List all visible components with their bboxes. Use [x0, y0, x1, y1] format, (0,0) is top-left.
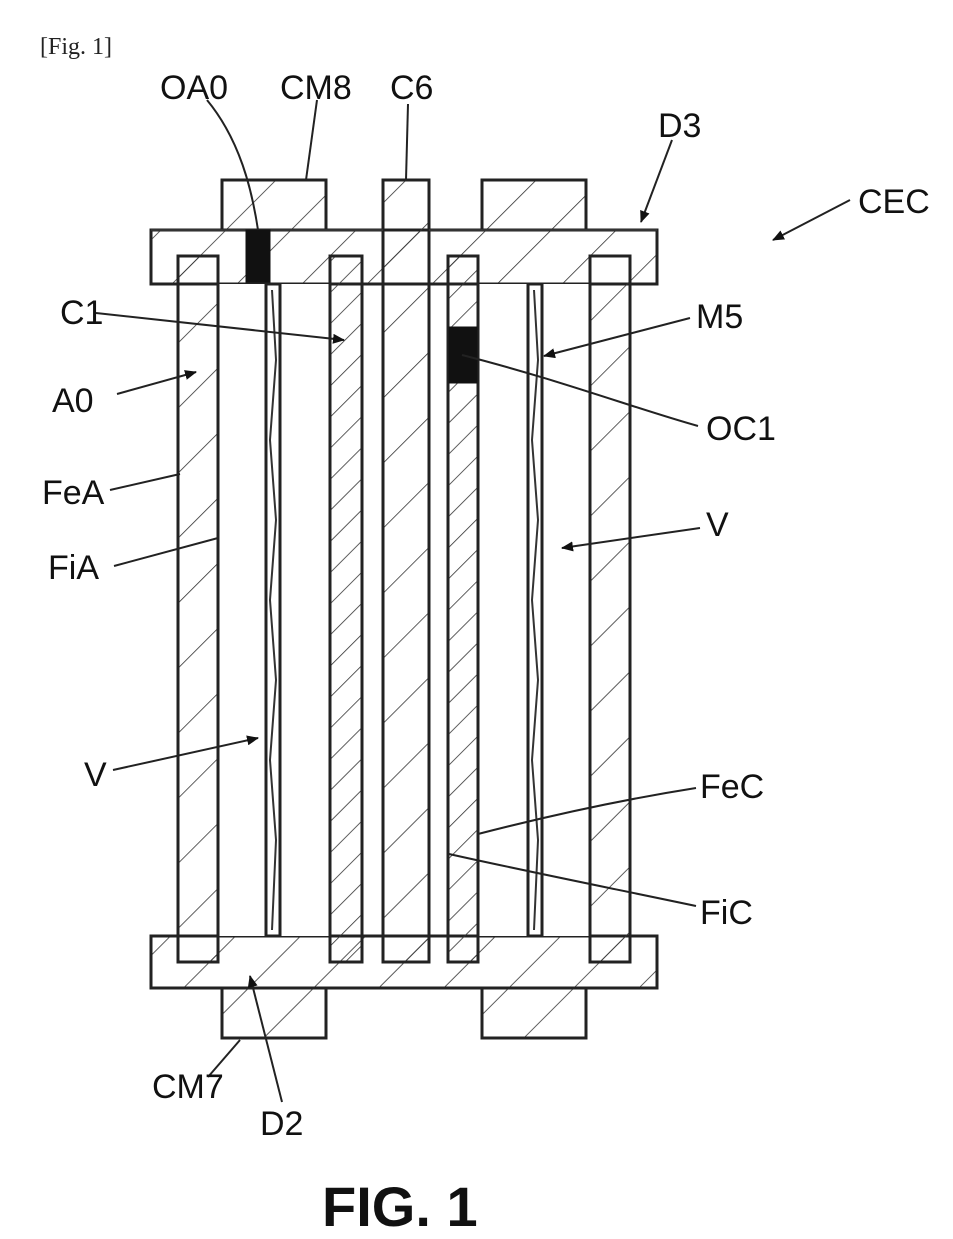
- clamp-cm7-right: [482, 988, 586, 1038]
- label-v-right: V: [706, 506, 729, 544]
- leader-fea: [110, 474, 180, 490]
- label-fic: FiC: [700, 894, 753, 932]
- leader-c6: [406, 104, 408, 180]
- label-a0: A0: [52, 382, 94, 420]
- central-element-c6: [383, 180, 429, 962]
- label-m5: M5: [696, 298, 743, 336]
- compartment-wall-c1: [330, 256, 362, 962]
- label-fec: FeC: [700, 768, 764, 806]
- arrow-cec: [773, 200, 850, 240]
- figure-caption: FIG. 1: [322, 1175, 478, 1238]
- clamp-cm8-left: [222, 180, 326, 230]
- membrane-left: [266, 284, 280, 936]
- label-cm8: CM8: [280, 69, 352, 107]
- seal-oa0: [246, 230, 270, 282]
- label-c1: C1: [60, 294, 103, 332]
- clamp-cm7-left: [222, 988, 326, 1038]
- label-fia: FiA: [48, 549, 99, 587]
- arrow-d3: [641, 140, 672, 222]
- label-d2: D2: [260, 1105, 303, 1143]
- label-oa0: OA0: [160, 69, 228, 107]
- outer-wall-right: [590, 256, 630, 962]
- anode-wall-a0: [178, 256, 218, 962]
- label-oc1: OC1: [706, 410, 776, 448]
- label-fea: FeA: [42, 474, 105, 512]
- label-v-left: V: [84, 756, 107, 794]
- clamp-cm8-right: [482, 180, 586, 230]
- label-cec: CEC: [858, 183, 930, 221]
- figure-tag: [Fig. 1]: [40, 34, 112, 60]
- label-c6: C6: [390, 69, 433, 107]
- leader-cm8: [306, 100, 317, 180]
- membrane-m5: [528, 284, 542, 936]
- label-d3: D3: [658, 107, 701, 145]
- label-cm7: CM7: [152, 1068, 224, 1106]
